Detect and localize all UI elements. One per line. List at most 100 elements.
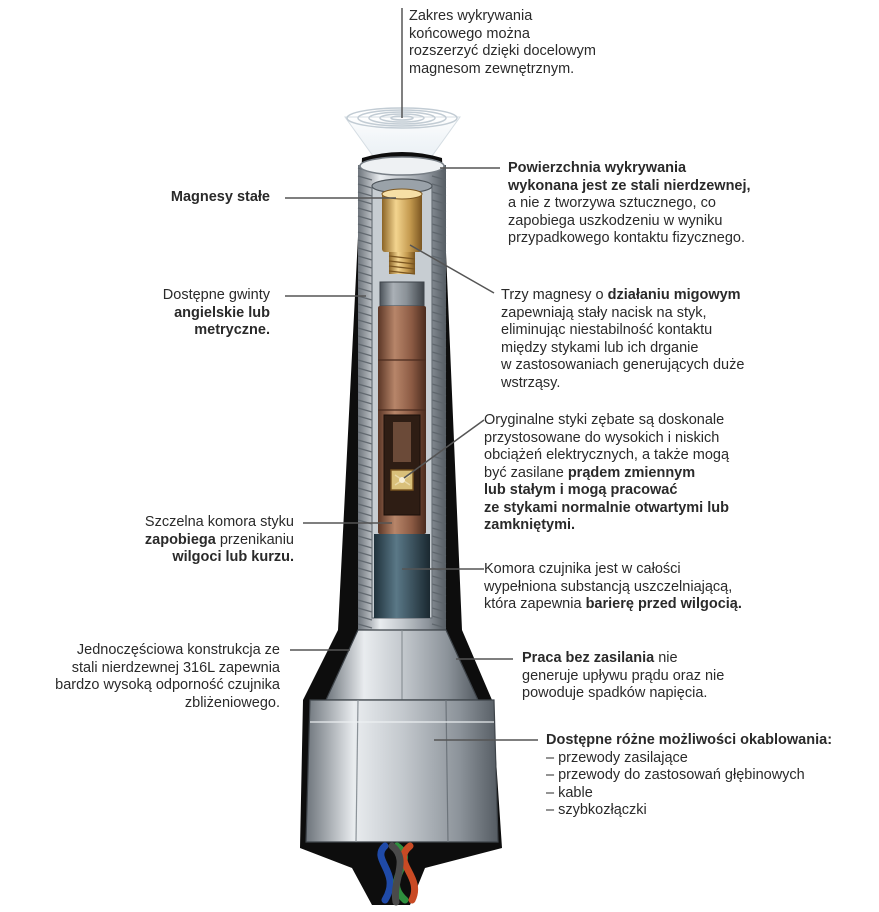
callout-text: Zakres wykrywania <box>409 8 532 24</box>
callout-text: – przewody zasilające <box>546 750 688 766</box>
magnet-thread <box>389 252 415 274</box>
callout-text: – przewody do zastosowań głębinowych <box>546 767 805 783</box>
callout-text: angielskie lub <box>174 305 270 321</box>
callout-text: Powierzchnia wykrywania <box>508 160 686 176</box>
callout-sealed-chamber: Szczelna komora styku zapobiega przenikan… <box>80 514 294 567</box>
callout-line: angielskie lub <box>90 305 270 323</box>
callout-line: – przewody zasilające <box>546 750 832 768</box>
callout-line: Magnesy stałe <box>90 189 270 207</box>
callout-line: między stykami lub ich drganie <box>501 340 744 358</box>
callout-text: przypadkowego kontaktu fizycznego. <box>508 230 745 246</box>
callout-text: bardzo wysoką odporność czujnika <box>55 677 280 693</box>
callout-line: generuje upływu prądu oraz nie <box>522 668 724 686</box>
sealant-fill <box>374 534 430 618</box>
callout-line: Komora czujnika jest w całości <box>484 561 742 579</box>
callout-line: Oryginalne styki zębate są doskonale <box>484 412 729 430</box>
callout-text: końcowego można <box>409 26 530 42</box>
callout-text: Oryginalne styki zębate są doskonale <box>484 412 724 428</box>
callout-snap-magnets: Trzy magnesy o działaniu migowymzapewnia… <box>501 287 744 392</box>
callout-no-power: Praca bez zasilania niegeneruje upływu p… <box>522 650 724 703</box>
callout-text: stali nierdzewnej 316L zapewnia <box>72 660 280 676</box>
callout-construction: Jednoczęściowa konstrukcja zestali nierd… <box>10 642 280 712</box>
callout-text: barierę przed wilgocią. <box>586 596 742 612</box>
callout-text: zapobiega <box>145 532 216 548</box>
callout-line: Zakres wykrywania <box>409 8 596 26</box>
callout-text: Dostępne różne możliwości okablowania: <box>546 732 832 748</box>
callout-line: zapobiega przenikaniu <box>80 532 294 550</box>
callout-potting: Komora czujnika jest w całości wypełniona… <box>484 561 742 614</box>
permanent-magnet <box>382 192 422 252</box>
callout-text: przystosowane do wysokich i niskich <box>484 430 719 446</box>
callout-line: wilgoci lub kurzu. <box>80 549 294 567</box>
callout-text: obciążeń elektrycznych, a także mogą <box>484 447 729 463</box>
callout-line: metryczne. <box>90 322 270 340</box>
callout-line: wstrząsy. <box>501 375 744 393</box>
callout-text: Szczelna komora styku <box>145 514 294 530</box>
callout-line: przystosowane do wysokich i niskich <box>484 430 729 448</box>
callout-line: zapewniają stały nacisk na styk, <box>501 305 744 323</box>
callout-text: między stykami lub ich drganie <box>501 340 698 356</box>
sensing-face <box>360 157 444 175</box>
callout-line: Praca bez zasilania nie <box>522 650 724 668</box>
callout-line: w zastosowaniach generujących duże <box>501 357 744 375</box>
callout-text: zamkniętymi. <box>484 517 575 533</box>
callout-text: prądem zmiennym <box>568 465 695 481</box>
callout-text: Magnesy stałe <box>171 189 270 205</box>
callout-text: być zasilane <box>484 465 568 481</box>
callout-line: eliminując niestabilność kontaktu <box>501 322 744 340</box>
callout-line: Dostępne gwinty <box>90 287 270 305</box>
callout-line: – szybkozłączki <box>546 802 832 820</box>
callout-threads: Dostępne gwinty angielskie lubmetryczne. <box>90 287 270 340</box>
callout-line: Dostępne różne możliwości okablowania: <box>546 732 832 750</box>
callout-line: powoduje spadków napięcia. <box>522 685 724 703</box>
callout-text: przenikaniu <box>216 532 294 548</box>
callout-line: ze stykami normalnie otwartymi lub <box>484 500 729 518</box>
callout-line: zamkniętymi. <box>484 517 729 535</box>
callout-text: zapobiega uszkodzeniu w wyniku <box>508 213 722 229</box>
callout-text: Dostępne gwinty <box>163 287 270 303</box>
callout-line: być zasilane prądem zmiennym <box>484 465 729 483</box>
callout-sensing-surface: Powierzchnia wykrywania wykonana jest ze … <box>508 160 751 248</box>
callout-line: a nie z tworzywa sztucznego, co <box>508 195 751 213</box>
callout-text: wypełniona substancją uszczelniającą, <box>484 579 732 595</box>
callout-wiring: Dostępne różne możliwości okablowania: – … <box>546 732 832 820</box>
callout-text: powoduje spadków napięcia. <box>522 685 707 701</box>
callout-text: nie <box>654 650 677 666</box>
callout-line: Trzy magnesy o działaniu migowym <box>501 287 744 305</box>
callout-line: – przewody do zastosowań głębinowych <box>546 767 832 785</box>
callout-text: wilgoci lub kurzu. <box>172 549 294 565</box>
callout-line: Powierzchnia wykrywania <box>508 160 751 178</box>
callout-text: Komora czujnika jest w całości <box>484 561 681 577</box>
callout-text: w zastosowaniach generujących duże <box>501 357 744 373</box>
callout-line: stali nierdzewnej 316L zapewnia <box>10 660 280 678</box>
callout-line: Jednoczęściowa konstrukcja ze <box>10 642 280 660</box>
callout-line: – kable <box>546 785 832 803</box>
callout-text: a nie z tworzywa sztucznego, co <box>508 195 716 211</box>
callout-permanent-magnets: Magnesy stałe <box>90 189 270 207</box>
callout-text: lub stałym i mogą pracować <box>484 482 677 498</box>
callout-text: zapewniają stały nacisk na styk, <box>501 305 707 321</box>
callout-line: Szczelna komora styku <box>80 514 294 532</box>
callout-detection-range: Zakres wykrywania końcowego możnarozszerz… <box>409 8 596 78</box>
callout-text: Praca bez zasilania <box>522 650 654 666</box>
callout-line: lub stałym i mogą pracować <box>484 482 729 500</box>
callout-line: magnesom zewnętrznym. <box>409 61 596 79</box>
callout-text: metryczne. <box>194 322 270 338</box>
callout-text: która zapewnia <box>484 596 586 612</box>
callout-line: obciążeń elektrycznych, a także mogą <box>484 447 729 465</box>
callout-line: zbliżeniowego. <box>10 695 280 713</box>
callout-text: magnesom zewnętrznym. <box>409 61 574 77</box>
callout-line: rozszerzyć dzięki docelowym <box>409 43 596 61</box>
callout-line: zapobiega uszkodzeniu w wyniku <box>508 213 751 231</box>
callout-text: wstrząsy. <box>501 375 560 391</box>
steel-ring <box>380 282 424 306</box>
callout-text: działaniu migowym <box>608 287 741 303</box>
callout-text: rozszerzyć dzięki docelowym <box>409 43 596 59</box>
callout-text: Trzy magnesy o <box>501 287 608 303</box>
callout-text: generuje upływu prądu oraz nie <box>522 668 724 684</box>
callout-line: przypadkowego kontaktu fizycznego. <box>508 230 751 248</box>
callout-text: – szybkozłączki <box>546 802 647 818</box>
callout-line: wykonana jest ze stali nierdzewnej, <box>508 178 751 196</box>
callout-line: końcowego można <box>409 26 596 44</box>
callout-text: ze stykami normalnie otwartymi lub <box>484 500 729 516</box>
